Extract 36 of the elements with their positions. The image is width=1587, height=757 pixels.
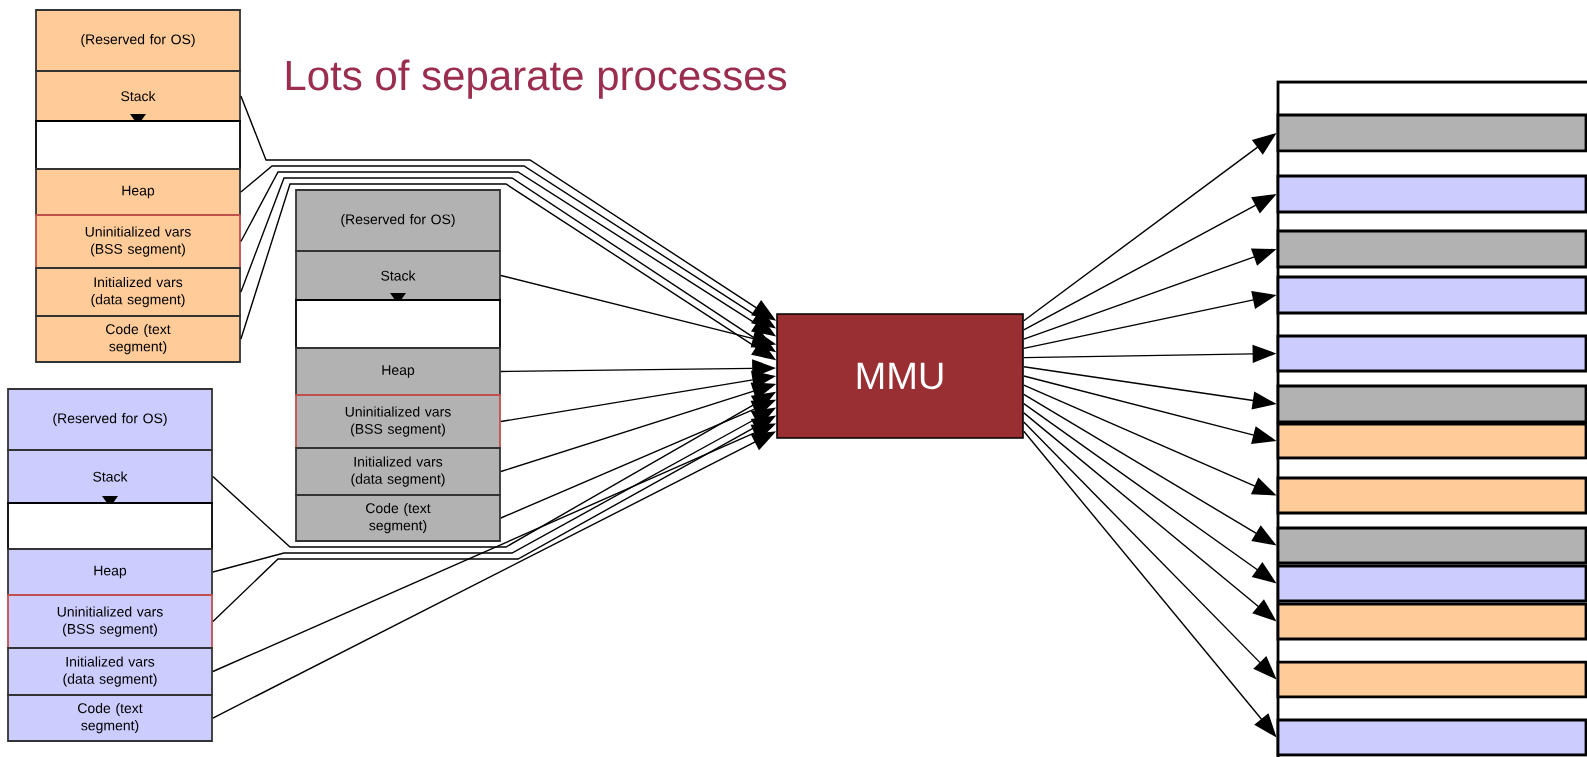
memory-block <box>1276 384 1587 424</box>
memory-segment: Code (text segment) <box>295 494 501 542</box>
memory-segment: Heap <box>7 548 213 596</box>
memory-block <box>1276 113 1587 153</box>
memory-segment: Uninitialized vars (BSS segment) <box>295 394 501 449</box>
memory-segment: Stack <box>295 250 501 301</box>
memory-segment: Stack <box>35 70 241 122</box>
memory-segment: (Reserved for OS) <box>7 388 213 451</box>
memory-block <box>1276 564 1587 603</box>
memory-block <box>1276 275 1587 315</box>
memory-segment: Initialized vars (data segment) <box>7 647 213 696</box>
memory-segment: Stack <box>7 449 213 504</box>
memory-segment: Heap <box>295 347 501 396</box>
memory-segment: Uninitialized vars (BSS segment) <box>35 214 241 269</box>
memory-segment: Code (text segment) <box>7 694 213 742</box>
memory-block <box>1276 602 1587 641</box>
memory-segment: Uninitialized vars (BSS segment) <box>7 594 213 649</box>
memory-block <box>1276 718 1587 757</box>
mmu-box: MMU <box>776 313 1024 439</box>
memory-segment: Code (text segment) <box>35 315 241 363</box>
memory-segment: (Reserved for OS) <box>35 9 241 72</box>
memory-block <box>1276 334 1587 373</box>
memory-segment: Heap <box>35 168 241 216</box>
memory-block <box>1276 526 1587 565</box>
memory-segment <box>35 120 241 170</box>
memory-segment: (Reserved for OS) <box>295 189 501 252</box>
memory-segment <box>7 502 213 550</box>
memory-block <box>1276 422 1587 460</box>
memory-block <box>1276 229 1587 269</box>
memory-block <box>1276 476 1587 515</box>
memory-block <box>1276 660 1587 699</box>
memory-block <box>1276 174 1587 214</box>
memory-segment <box>295 299 501 349</box>
memory-segment: Initialized vars (data segment) <box>295 447 501 496</box>
memory-segment: Initialized vars (data segment) <box>35 267 241 317</box>
title: Lots of separate processes <box>286 59 787 99</box>
